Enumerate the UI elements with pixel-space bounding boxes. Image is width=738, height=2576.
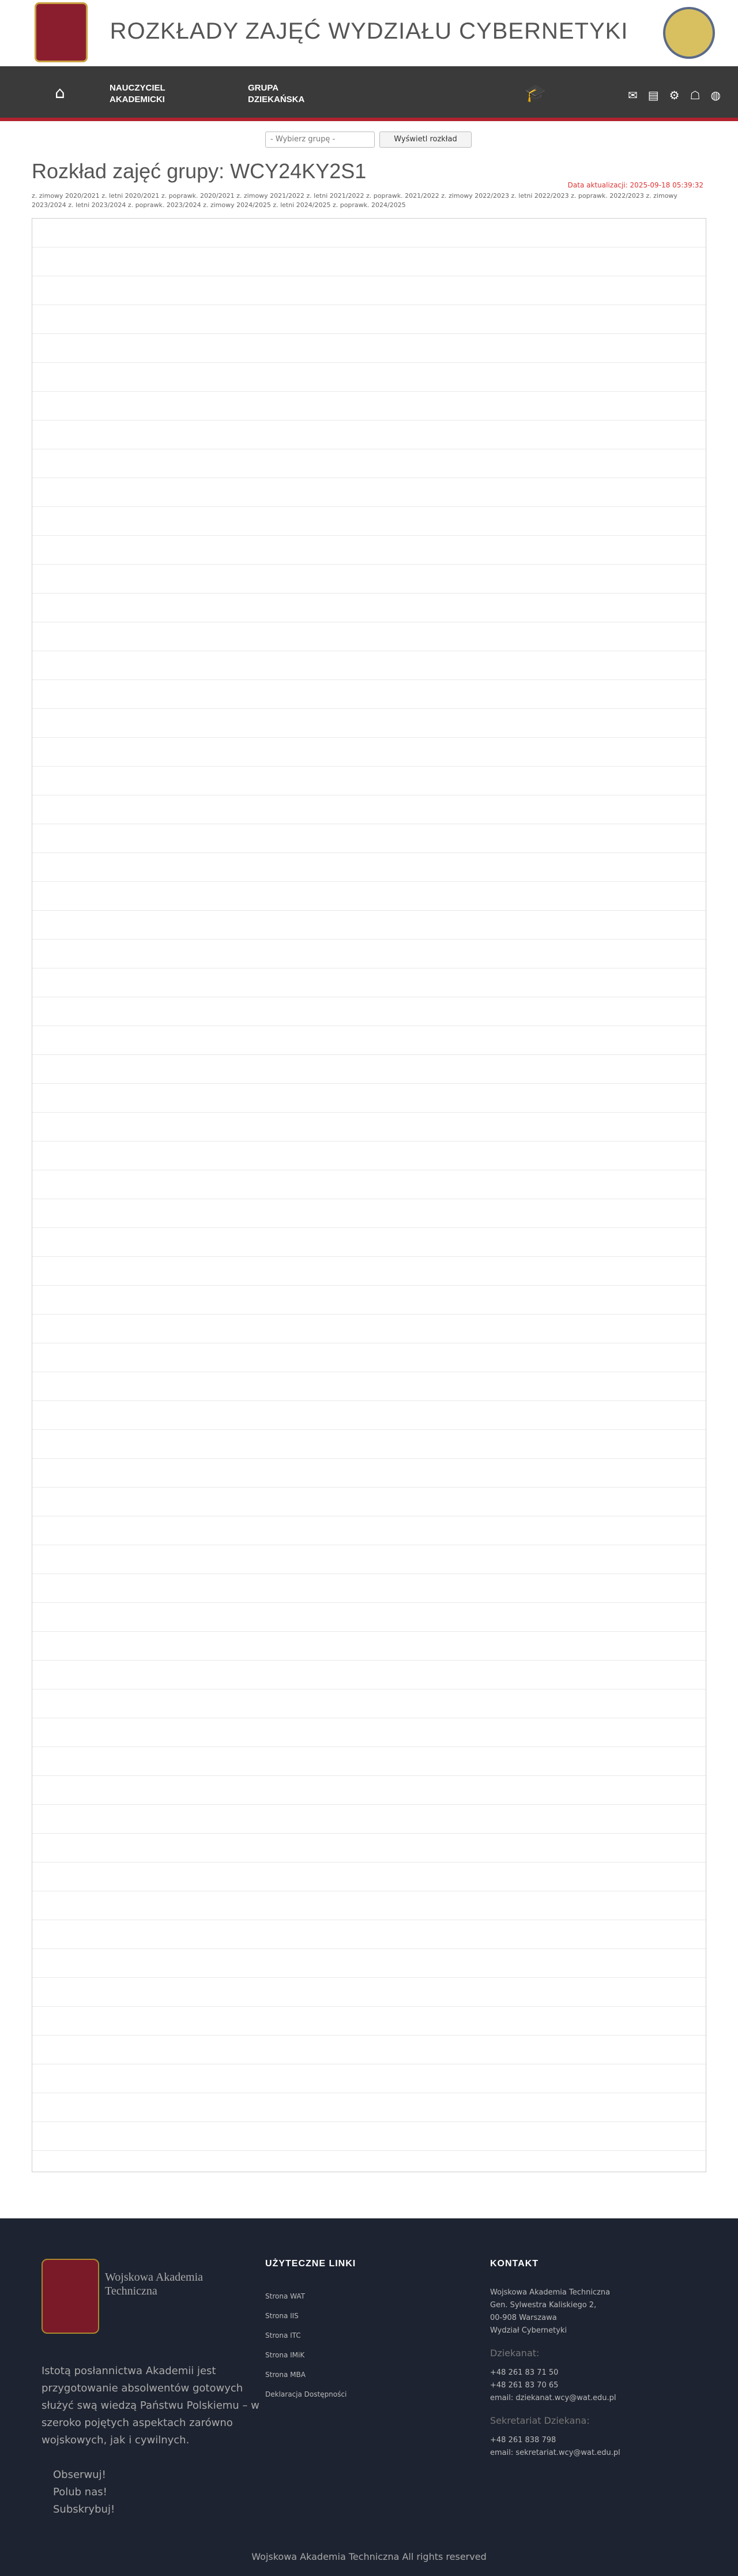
wat-logo[interactable] xyxy=(35,2,88,62)
phone-link[interactable]: +48 261 83 71 50 xyxy=(490,2368,559,2377)
social-subscribe-link[interactable]: Subskrybuj! xyxy=(53,2503,115,2515)
footer-logo[interactable]: Wojskowa Akademia Techniczna xyxy=(42,2259,226,2357)
robot-icon[interactable]: ☖ xyxy=(690,88,701,102)
footer-logo-name: Wojskowa Akademia Techniczna xyxy=(105,2271,204,2297)
schedule-grid xyxy=(32,218,706,2172)
social-follow-link[interactable]: Obserwuj! xyxy=(53,2469,106,2481)
nav-item-teacher[interactable]: NAUCZYCIEL AKADEMICKI xyxy=(110,83,165,104)
address-line: Wydział Cybernetyki xyxy=(490,2326,567,2335)
footer-link[interactable]: Strona IIS xyxy=(265,2312,299,2320)
address-line: Wojskowa Akademia Techniczna xyxy=(490,2288,611,2297)
globe-icon[interactable]: ◍ xyxy=(710,88,721,102)
secretariat-label: Sekretariat Dziekana: xyxy=(490,2415,590,2426)
dean-office-label: Dziekanat: xyxy=(490,2348,540,2359)
links-heading: UŻYTECZNE LINKI xyxy=(265,2259,356,2269)
main-nav: ⌂ NAUCZYCIEL AKADEMICKI GRUPA DZIEKAŃSKA… xyxy=(0,66,738,121)
footer-link[interactable]: Strona ITC xyxy=(265,2331,301,2340)
mail-icon[interactable]: ✉ xyxy=(628,88,638,102)
nav-item-group[interactable]: GRUPA DZIEKAŃSKA xyxy=(248,83,305,104)
nav-icons: ✉ ▤ ⚙ ☖ ◍ xyxy=(628,88,721,102)
social-like-link[interactable]: Polub nas! xyxy=(53,2486,107,2498)
group-selector: - Wybierz grupę - Wyświetl rozkład xyxy=(0,121,738,156)
home-icon[interactable]: ⌂ xyxy=(55,83,65,102)
footer-social: Obserwuj! Polub nas! Subskrybuj! xyxy=(53,2466,115,2518)
settings-icon[interactable]: ⚙ xyxy=(669,88,680,102)
email-link[interactable]: email: sekretariat.wcy@wat.edu.pl xyxy=(490,2449,620,2457)
page-title: Rozkład zajęć grupy: WCY24KY2S1 xyxy=(32,159,367,183)
graduation-cap-icon[interactable]: 🎓 xyxy=(525,83,547,103)
title-row: Rozkład zajęć grupy: WCY24KY2S1 Data akt… xyxy=(0,156,738,209)
group-select[interactable]: - Wybierz grupę - xyxy=(265,132,375,148)
footer-link[interactable]: Strona IMiK xyxy=(265,2351,305,2359)
footer-contact: KONTAKT Wojskowa Akademia Techniczna Gen… xyxy=(490,2259,620,2459)
phone-link[interactable]: +48 261 83 70 65 xyxy=(490,2381,559,2390)
phone-link[interactable]: +48 261 838 798 xyxy=(490,2436,556,2444)
copyright: Wojskowa Akademia Techniczna All rights … xyxy=(251,2551,487,2562)
site-title: ROZKŁADY ZAJĘĆ WYDZIAŁU CYBERNETYKI xyxy=(110,18,628,44)
footer-about: Istotą posłannictwa Akademii jest przygo… xyxy=(42,2365,259,2446)
semester-links[interactable]: z. zimowy 2020/2021 z. letni 2020/2021 z… xyxy=(32,192,677,209)
menu-icon[interactable]: ▤ xyxy=(647,88,659,102)
footer-link[interactable]: Deklaracja Dostępności xyxy=(265,2390,347,2398)
wat-seal-icon xyxy=(42,2259,99,2334)
contact-heading: KONTAKT xyxy=(490,2259,539,2269)
footer-links: UŻYTECZNE LINKI Strona WAT Strona IIS St… xyxy=(265,2259,356,2404)
footer-link[interactable]: Strona MBA xyxy=(265,2371,306,2379)
site-footer: Wojskowa Akademia Techniczna Istotą posł… xyxy=(0,2218,738,2576)
footer-link[interactable]: Strona WAT xyxy=(265,2292,305,2300)
faculty-emblem[interactable] xyxy=(663,7,715,59)
address-line: Gen. Sylwestra Kaliskiego 2, xyxy=(490,2301,597,2310)
show-schedule-button[interactable]: Wyświetl rozkład xyxy=(379,132,472,148)
email-link[interactable]: email: dziekanat.wcy@wat.edu.pl xyxy=(490,2394,616,2402)
site-header: ROZKŁADY ZAJĘĆ WYDZIAŁU CYBERNETYKI xyxy=(0,0,738,66)
address-line: 00-908 Warszawa xyxy=(490,2314,557,2322)
update-date: Data aktualizacji: 2025-09-18 05:39:32 xyxy=(567,181,703,189)
